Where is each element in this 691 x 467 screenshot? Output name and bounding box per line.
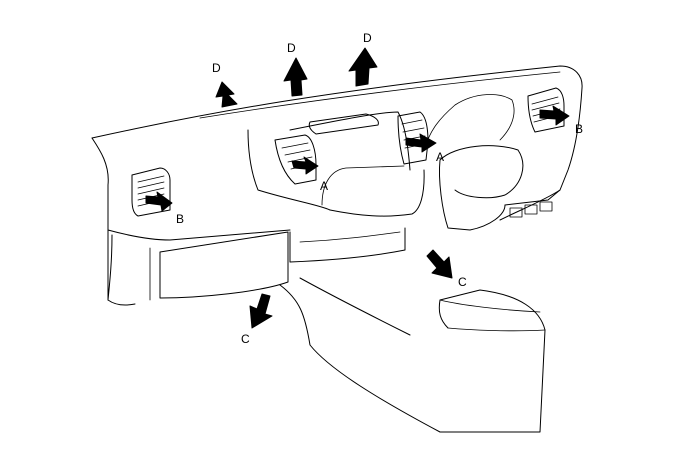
dashboard-outline bbox=[91, 65, 583, 433]
label-a-center-left: A bbox=[320, 179, 328, 193]
label-c-left: C bbox=[241, 332, 250, 346]
arrow-d-3 bbox=[348, 47, 378, 87]
vent-center-right bbox=[397, 111, 429, 165]
arrow-a-center-right bbox=[405, 133, 437, 153]
arrow-c-left bbox=[249, 293, 273, 329]
arrow-c-right bbox=[426, 249, 453, 279]
arrow-d-2 bbox=[283, 57, 308, 97]
arrow-d-1 bbox=[215, 81, 238, 108]
vent-center-left bbox=[274, 134, 317, 185]
label-b-left: B bbox=[176, 212, 184, 226]
vent-left-outer bbox=[131, 167, 171, 217]
arrow-a-center-left bbox=[291, 156, 319, 175]
arrow-b-right bbox=[539, 105, 570, 126]
label-d-3: D bbox=[363, 31, 372, 45]
label-c-right: C bbox=[458, 275, 467, 289]
label-d-1: D bbox=[212, 61, 221, 75]
arrow-b-left bbox=[145, 191, 173, 212]
label-a-center-right: A bbox=[436, 150, 444, 164]
label-d-2: D bbox=[287, 41, 296, 55]
label-b-right: B bbox=[575, 122, 583, 136]
